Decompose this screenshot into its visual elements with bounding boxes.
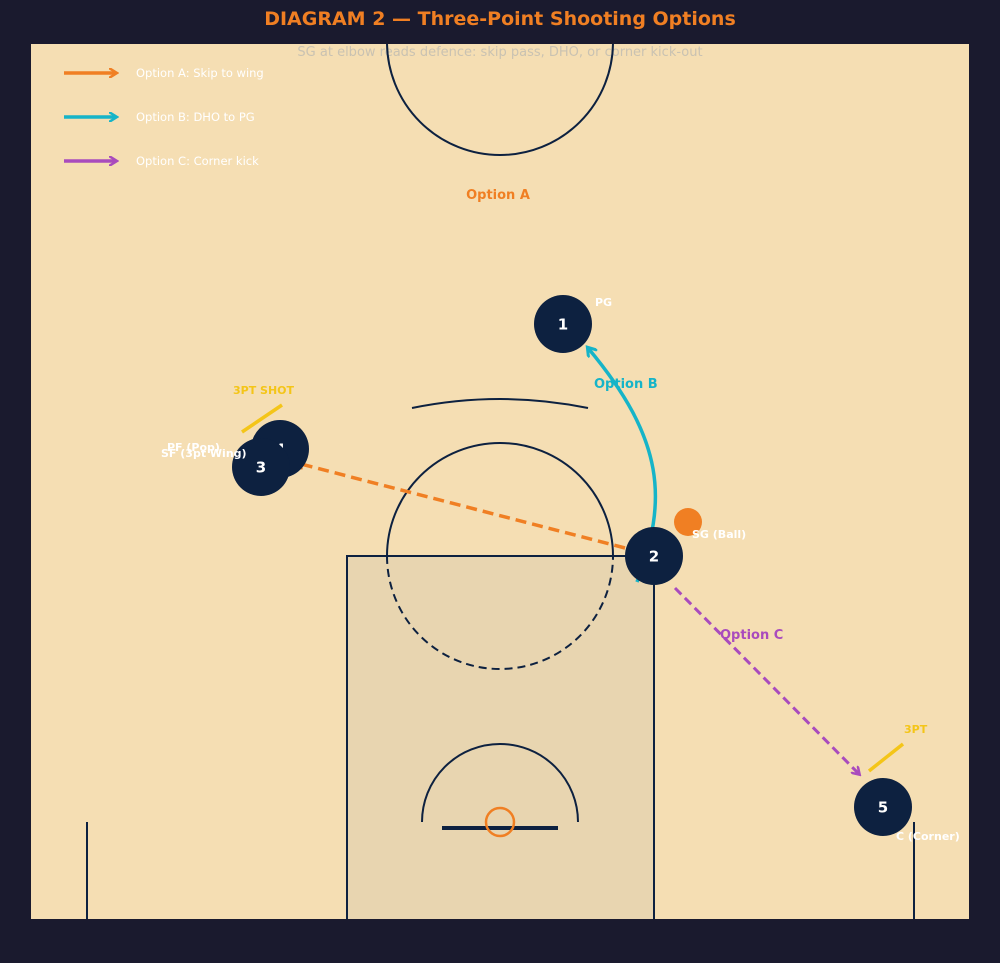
player-name: SF (3pt Wing) (161, 447, 247, 460)
player-c: 5 C (Corner) (854, 778, 960, 843)
center-circle (386, 44, 614, 156)
player-name: C (Corner) (896, 830, 960, 843)
option-a-pass-arrow (297, 463, 626, 550)
legend-label-option-c: Option C: Corner kick (136, 154, 259, 168)
player-name: PG (595, 296, 612, 309)
ball-icon (674, 508, 702, 536)
player-name: PF (Pop) (167, 441, 220, 454)
option-c-label: Option C (720, 628, 783, 643)
wing-shot-indicator (241, 403, 283, 434)
player-sg: 2 SG (Ball) (625, 527, 746, 585)
option-b-label: Option B (594, 377, 658, 392)
option-a-label-top: Option A (466, 188, 530, 203)
player-token (534, 295, 592, 353)
option-c-kick-arrow (673, 586, 859, 774)
player-number: 1 (558, 316, 568, 334)
player-number: 2 (649, 548, 659, 566)
diagram-title: DIAGRAM 2 — Three-Point Shooting Options (264, 8, 736, 30)
player-pg: 1 PG (534, 295, 612, 353)
player-number: 3 (256, 459, 266, 477)
legend-item-option-c: Option C: Corner kick (64, 154, 259, 168)
legend-item-option-a: Option A: Skip to wing (64, 66, 264, 80)
free-throw-circle-bottom (386, 555, 614, 670)
player-name: SG (Ball) (692, 528, 746, 541)
rim (484, 806, 516, 838)
legend: Option A: Skip to wing Option B: DHO to … (64, 66, 264, 168)
player-token (232, 438, 290, 496)
player-number: 5 (878, 799, 888, 817)
legend-label-option-b: Option B: DHO to PG (136, 110, 255, 124)
court-lines (86, 44, 915, 919)
restricted-area-arc (421, 743, 579, 823)
player-token (854, 778, 912, 836)
three-point-arc (411, 398, 589, 409)
corner-shot-label: 3PT (904, 723, 928, 736)
diagram-subtitle: SG at elbow reads defence: skip pass, DH… (297, 45, 702, 60)
paint-key (346, 555, 655, 919)
corner-shot-indicator (867, 742, 905, 773)
wing-shot-label: 3PT SHOT (233, 384, 295, 397)
player-sf: 3 SF (3pt Wing) (161, 438, 290, 496)
legend-item-option-b: Option B: DHO to PG (64, 110, 255, 124)
free-throw-circle-top (386, 442, 614, 557)
player-token (625, 527, 683, 585)
legend-label-option-a: Option A: Skip to wing (136, 66, 264, 80)
